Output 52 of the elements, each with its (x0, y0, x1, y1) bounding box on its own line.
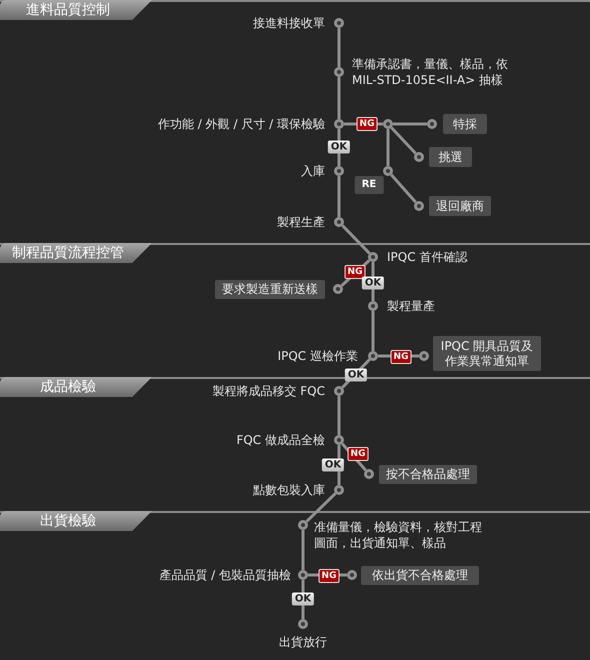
result-box: 特採 (443, 114, 487, 134)
result-box: 要求製造重新送樣 (215, 280, 325, 299)
result-box: 挑選 (429, 147, 472, 167)
section-tab: 制程品質流程控管 (0, 243, 152, 263)
connector-line (390, 174, 417, 204)
step-label: 點數包裝入庫 (253, 482, 325, 499)
result-box: 退回廠商 (429, 196, 491, 216)
connector-line (338, 176, 340, 217)
step-label: FQC 做成品全檢 (236, 432, 325, 449)
step-label: 產品品質 / 包裝品質抽檢 (159, 567, 291, 584)
step-label: 接進料接收單 (253, 15, 325, 32)
step-label: 製程生產 (277, 214, 325, 231)
edge-label: OK (344, 368, 368, 382)
step-label: 準備承認書，量儀、樣品，依 MIL-STD-105E<II-A> 抽樣 (352, 56, 509, 88)
section-tab: 進料品質控制 (0, 0, 152, 20)
connector-line (341, 442, 367, 472)
step-label: 作功能 / 外觀 / 尺寸 / 環保檢驗 (158, 116, 325, 133)
step-label: IPQC 巡檢作業 (278, 348, 358, 365)
connector-line (390, 126, 417, 154)
edge-label: NG (348, 447, 368, 461)
connector-line (393, 122, 427, 126)
connector-line (338, 28, 340, 67)
edge-label: NG (344, 265, 366, 279)
edge-label: OK (328, 140, 350, 154)
edge-label: NG (356, 117, 378, 131)
edge-label: NG (390, 350, 412, 364)
step-label: 入庫 (301, 163, 325, 180)
edge-label: NG (318, 569, 340, 583)
edge-label: OK (292, 592, 314, 606)
connector-line (306, 492, 336, 523)
connector-line (386, 129, 390, 166)
connector-line (338, 129, 340, 166)
edge-label: OK (322, 458, 344, 472)
connector-line (372, 262, 374, 301)
step-label: IPQC 首件確認 (387, 249, 468, 266)
connector-line (341, 224, 371, 254)
connector-line (372, 311, 374, 351)
step-label: 製程量產 (387, 298, 435, 315)
step-label: 製程將成品移交 FQC (212, 383, 325, 400)
step-label: 出貨放行 (279, 634, 327, 651)
edge-label: OK (362, 276, 384, 290)
connector-line (338, 77, 340, 119)
section-tab: 成品檢驗 (0, 377, 152, 397)
connector-line (302, 530, 304, 570)
step-label: 准備量儀，檢驗資料，核對工程圖面，出貨通知單、樣品 (314, 519, 483, 551)
result-box: 依出貨不合格處理 (361, 566, 479, 585)
result-box: 按不合格品處理 (379, 465, 477, 484)
edge-label: RE (354, 176, 384, 194)
connector-line (338, 396, 340, 435)
connector-line (302, 580, 304, 619)
result-box: IPQC 開具品質及作業異常通知單 (433, 336, 541, 371)
section-tab: 出貨檢驗 (0, 511, 152, 531)
